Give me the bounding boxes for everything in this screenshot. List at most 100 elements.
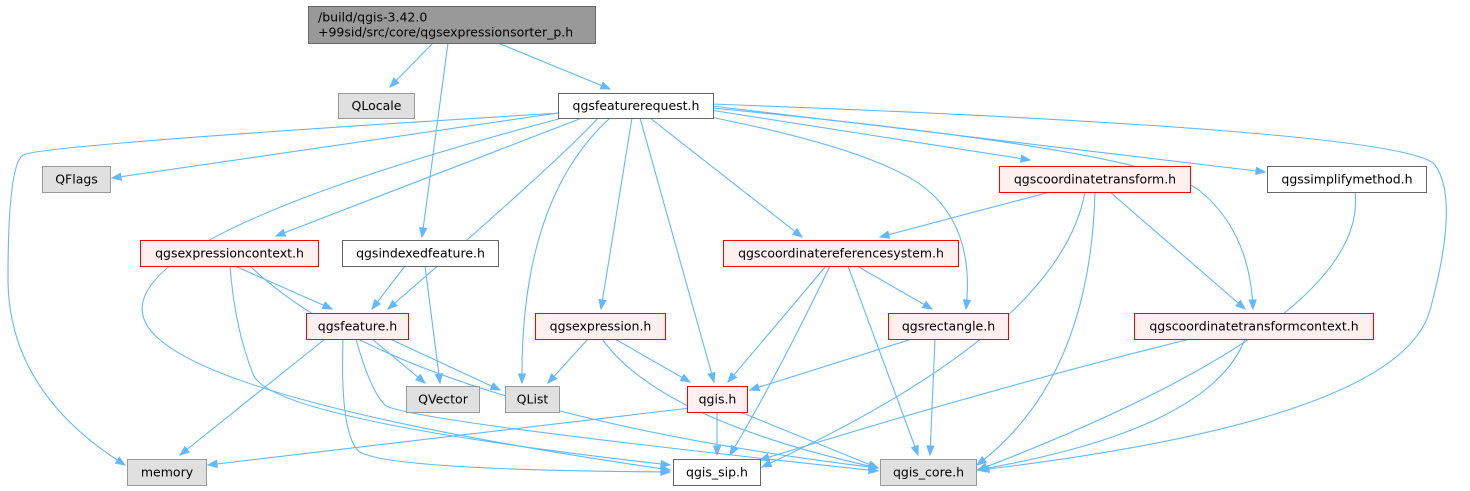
- edge-feature-to-qvector: [371, 338, 427, 384]
- arrowhead: [878, 230, 891, 239]
- node-indexedfeature[interactable]: qgsindexedfeature.h: [342, 240, 499, 267]
- node-transformcontext[interactable]: qgscoordinatetransformcontext.h: [1134, 313, 1374, 340]
- arrowhead: [419, 227, 428, 239]
- node-rectangle[interactable]: qgsrectangle.h: [888, 313, 1009, 340]
- arrowhead: [910, 444, 919, 457]
- edge-featurerequest-to-crs: [649, 117, 804, 238]
- arrowhead: [517, 373, 527, 385]
- node-memory: memory: [127, 459, 207, 486]
- node-label: qgsfeaturerequest.h: [573, 98, 700, 113]
- edge-coordtransform-to-transformcontext: [1109, 191, 1247, 310]
- node-crs[interactable]: qgscoordinatereferencesystem.h: [723, 240, 959, 267]
- edge-crs-to-qgis: [727, 265, 827, 384]
- arrowhead: [414, 373, 427, 384]
- edge-feature-to-memory: [178, 338, 326, 456]
- edge-line: [179, 338, 326, 456]
- node-box: [999, 166, 1191, 193]
- node-box: [673, 459, 761, 486]
- node-box: [535, 313, 666, 340]
- arrowhead: [712, 445, 722, 457]
- arrowhead: [727, 372, 738, 384]
- edge-line: [275, 117, 583, 237]
- arrowhead: [489, 382, 502, 391]
- arrowhead: [975, 455, 988, 466]
- arrowhead: [110, 172, 123, 181]
- edge-coordtransform-to-qgiscore: [975, 191, 1096, 466]
- node-box: [308, 6, 596, 44]
- node-featurerequest[interactable]: qgsfeaturerequest.h: [558, 93, 714, 119]
- arrowhead: [660, 459, 672, 469]
- node-box: [1134, 313, 1374, 340]
- edge-line: [207, 407, 691, 466]
- node-qgis[interactable]: qgis.h: [687, 386, 748, 413]
- arrowhead: [1235, 299, 1247, 310]
- node-expression[interactable]: qgsexpression.h: [535, 313, 666, 340]
- node-feature[interactable]: qgsfeature.h: [306, 313, 409, 340]
- edge-line: [387, 117, 599, 310]
- node-box: [880, 459, 977, 486]
- arrowhead: [707, 371, 716, 384]
- node-label: qgscoordinatetransformcontext.h: [1149, 319, 1358, 334]
- edge-expression-to-qlist: [547, 338, 589, 385]
- arrowhead: [962, 299, 972, 311]
- arrowhead: [599, 81, 612, 90]
- edge-qgis-to-qgiscore: [739, 411, 880, 469]
- arrowhead: [389, 77, 400, 88]
- node-box: [42, 166, 111, 193]
- node-label: qgsindexedfeature.h: [356, 246, 485, 261]
- node-label: qgscoordinatetransform.h: [1014, 172, 1176, 187]
- node-label: qgsfeature.h: [318, 319, 397, 334]
- arrowhead: [660, 467, 672, 477]
- edge-featurerequest-to-feature: [386, 117, 599, 310]
- node-label: QVector: [418, 392, 469, 407]
- node-qflags: QFlags: [42, 166, 111, 193]
- arrowhead: [760, 459, 773, 468]
- arrowhead: [386, 299, 398, 310]
- edge-line: [389, 338, 501, 391]
- edge-featurerequest-to-qlist: [517, 117, 611, 385]
- edge-line: [847, 265, 919, 456]
- node-label: qgis.h: [699, 392, 737, 407]
- node-box: [342, 240, 499, 267]
- node-root: /build/qgis-3.42.0+99sid/src/core/qgsexp…: [308, 6, 596, 44]
- arrowhead: [729, 444, 739, 457]
- node-box: [888, 313, 1009, 340]
- edge-line: [355, 338, 879, 472]
- edge-line: [929, 338, 936, 456]
- arrowhead: [1255, 166, 1267, 176]
- edge-featurerequest-to-memory: [7, 112, 561, 466]
- node-simplify[interactable]: qgssimplifymethod.h: [1267, 166, 1427, 193]
- edge-featurerequest-to-rectangle: [699, 114, 972, 311]
- edge-line: [759, 338, 1191, 461]
- node-box: [505, 386, 560, 413]
- arrowhead: [114, 456, 127, 466]
- edge-line: [739, 411, 879, 469]
- arrowhead: [547, 373, 558, 385]
- edge-line: [111, 111, 566, 179]
- edge-crs-to-qgiscore: [847, 265, 919, 457]
- edge-line: [749, 338, 913, 391]
- node-qlist: QList: [505, 386, 560, 413]
- node-exprcontext[interactable]: qgsexpressioncontext.h: [140, 240, 319, 267]
- arrowhead: [274, 228, 287, 237]
- edge-exprcontext-to-qgissip: [229, 265, 672, 469]
- edge-line: [856, 265, 933, 310]
- edge-line: [249, 265, 879, 469]
- edge-line: [711, 103, 1447, 471]
- edge-line: [729, 265, 831, 456]
- node-box: [723, 240, 959, 267]
- arrowhead: [791, 227, 804, 238]
- arrowhead: [867, 460, 880, 469]
- node-label: QLocale: [352, 98, 402, 113]
- node-label: memory: [141, 465, 194, 480]
- node-label: qgis_sip.h: [686, 465, 748, 480]
- edge-exprcontext-to-qgiscore: [249, 265, 880, 472]
- node-qgissip[interactable]: qgis_sip.h: [673, 459, 761, 486]
- edge-featurerequest-to-expression: [598, 117, 633, 311]
- edge-line: [141, 116, 671, 471]
- node-coordtransform[interactable]: qgscoordinatetransform.h: [999, 166, 1191, 193]
- edge-feature-to-qgissip: [342, 338, 672, 477]
- edge-root-to-featurerequest: [497, 42, 612, 90]
- edge-line: [711, 105, 1266, 173]
- edges-layer: [7, 42, 1447, 477]
